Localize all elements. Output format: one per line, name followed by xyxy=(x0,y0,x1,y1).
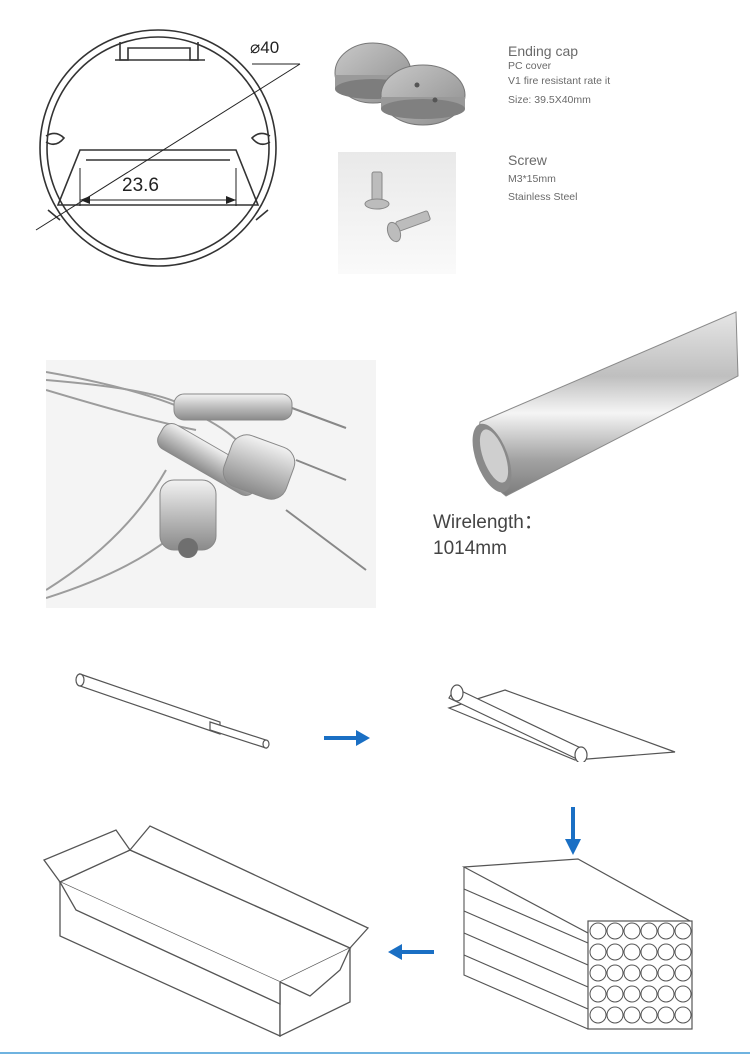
aluminium-tube-photo xyxy=(472,311,739,497)
tube-wrapping-step-drawing xyxy=(447,684,676,762)
screw-photo xyxy=(338,152,456,274)
screw-line: Stainless Steel xyxy=(508,191,578,203)
ending-cap-photo xyxy=(334,42,466,126)
profile-cross-section-drawing xyxy=(35,29,301,267)
arrow-left-icon xyxy=(388,944,434,960)
arrow-down-icon xyxy=(565,807,581,855)
wire-length-label: Wirelength： xyxy=(433,512,543,533)
ending-cap-line: V1 fire resistant rate it xyxy=(508,75,611,87)
screw-line: M3*15mm xyxy=(508,173,556,185)
inner-width-label: 23.6 xyxy=(122,175,159,196)
tube-sleeve-step-drawing xyxy=(75,673,270,749)
ending-cap-title: Ending cap xyxy=(508,43,579,59)
bottom-accent-line xyxy=(0,1052,750,1054)
screw-title: Screw xyxy=(508,152,547,168)
diameter-label: ⌀40 xyxy=(250,38,280,57)
stacked-tubes-step-drawing xyxy=(461,858,693,1030)
arrow-right-icon xyxy=(324,730,370,746)
ending-cap-line: Size: 39.5X40mm xyxy=(508,94,591,106)
suspension-wire-kit-photo xyxy=(45,360,376,608)
ending-cap-line: PC cover xyxy=(508,60,552,72)
carton-box-step-drawing xyxy=(42,825,370,1038)
wire-length-value: 1014mm xyxy=(433,538,507,559)
